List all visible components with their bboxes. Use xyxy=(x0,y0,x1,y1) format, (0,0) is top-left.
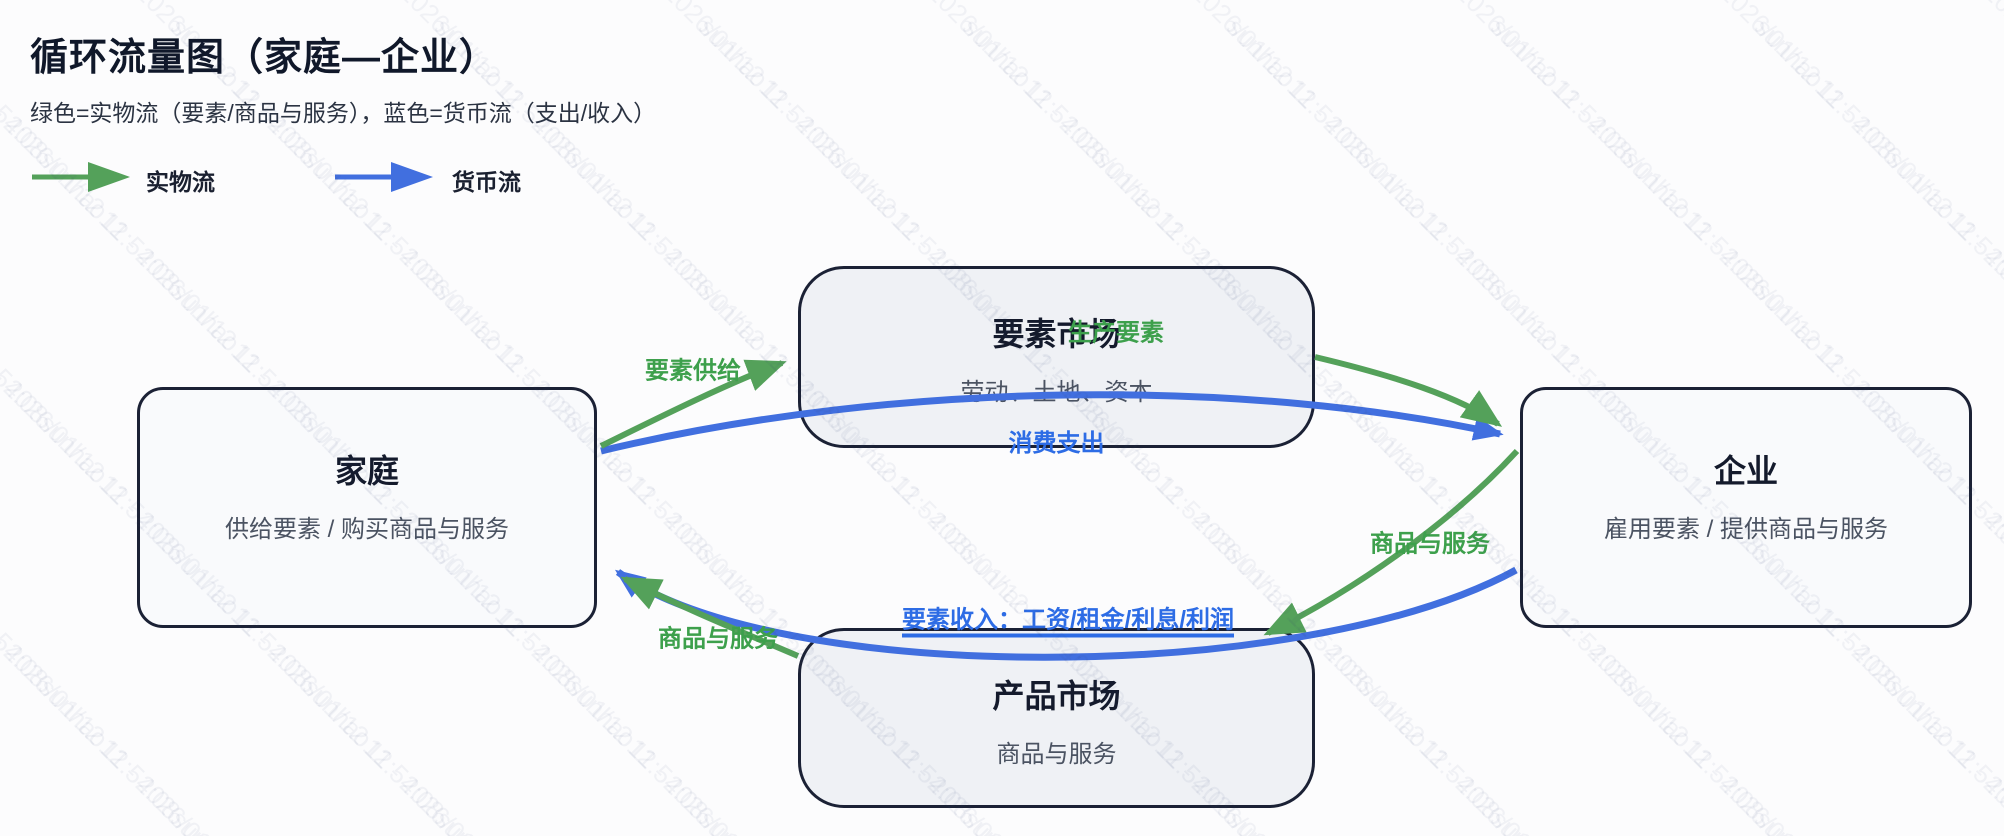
enterprise-title: 企业 xyxy=(1713,453,1778,489)
production-factors-arrow xyxy=(1314,354,1503,427)
node-product-market: 产品市场 商品与服务 xyxy=(798,628,1315,808)
factor-income-label: 要素收入：工资/租金/利息/利润 xyxy=(901,606,1235,634)
goods-services-to-household-label: 商品与服务 xyxy=(658,625,778,653)
page-subtitle: 绿色=实物流（要素/商品与服务），蓝色=货币流（支出/收入） xyxy=(30,100,657,126)
node-enterprise: 企业 雇用要素 / 提供商品与服务 xyxy=(1520,387,1972,628)
legend-blue-arrow-icon xyxy=(335,162,433,192)
production-factors-label: 生产要素 xyxy=(1068,319,1164,347)
household-subtitle: 供给要素 / 购买商品与服务 xyxy=(224,516,509,543)
factor-market-title: 要素市场 xyxy=(992,316,1121,352)
goods-services-to-market-label: 商品与服务 xyxy=(1370,530,1490,558)
product-market-subtitle: 商品与服务 xyxy=(996,741,1117,768)
page-title: 循环流量图（家庭—企业） xyxy=(30,37,499,79)
node-household: 家庭 供给要素 / 购买商品与服务 xyxy=(137,387,597,628)
product-market-title: 产品市场 xyxy=(992,678,1121,714)
legend-green-arrow-icon xyxy=(32,162,130,192)
factor-market-subtitle: 劳动、土地、资本 xyxy=(960,379,1153,406)
household-title: 家庭 xyxy=(334,453,399,489)
legend-physical-flow-label: 实物流 xyxy=(146,169,215,195)
legend-money-flow-label: 货币流 xyxy=(452,169,521,195)
node-factor-market: 要素市场 劳动、土地、资本 消费支出 xyxy=(798,266,1315,457)
consumption-expenditure-label: 消费支出 xyxy=(1008,430,1105,457)
factor-supply-label: 要素供给 xyxy=(645,357,741,385)
enterprise-subtitle: 雇用要素 / 提供商品与服务 xyxy=(1603,516,1888,543)
